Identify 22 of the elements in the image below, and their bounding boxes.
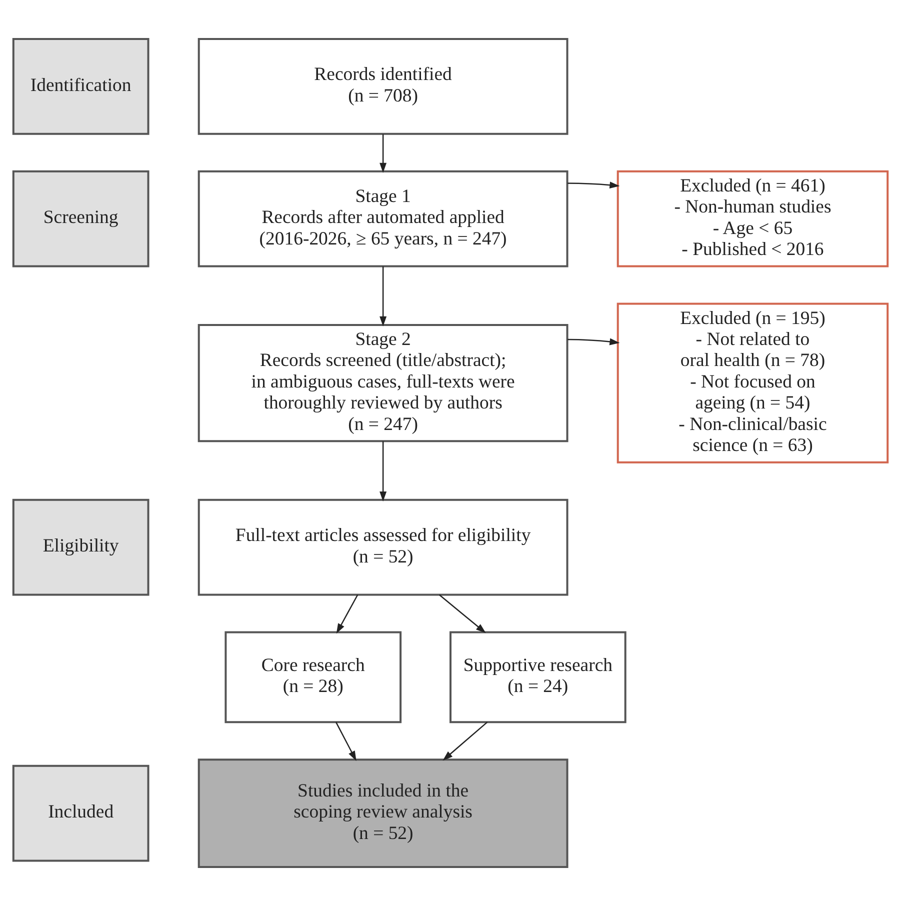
node-box: Stage 1 Records after automated applied (2016-2026, ≥ 65 years, n = 247) bbox=[198, 170, 568, 268]
node-box: Studies included in the scoping review analysis (n = 52) bbox=[198, 758, 568, 868]
arrow bbox=[439, 594, 486, 634]
node-box: Stage 2 Records screened (title/abstract); in ambiguous cases, full-texts were thoroughly reviewed by authors (n = 247) bbox=[198, 324, 568, 442]
arrow bbox=[568, 338, 620, 346]
arrow bbox=[335, 722, 356, 762]
arrow bbox=[380, 266, 387, 326]
node-box: Records identified (n = 708) bbox=[198, 38, 568, 135]
node-box: Core research (n = 28) bbox=[224, 631, 402, 724]
node-box: Screening bbox=[12, 170, 150, 268]
arrow bbox=[568, 182, 620, 189]
arrow bbox=[380, 441, 387, 502]
node-box: Eligibility bbox=[12, 498, 150, 596]
arrow bbox=[442, 722, 488, 761]
arrow bbox=[336, 594, 358, 634]
node-box: Excluded (n = 461) - Non-human studies - Age < 65 - Published < 2016 bbox=[616, 170, 889, 268]
arrow bbox=[380, 134, 387, 173]
node-box: Full-text articles assessed for eligibility (n = 52) bbox=[198, 498, 568, 596]
node-box: Included bbox=[12, 764, 150, 862]
node-box: Excluded (n = 195) - Not related to oral health (n = 78) - Not focused on ageing (n = 54) - Non-clinical/basic science (n = 63) bbox=[616, 302, 889, 464]
node-box: Identification bbox=[12, 38, 150, 135]
node-box: Supportive research (n = 24) bbox=[450, 631, 626, 724]
